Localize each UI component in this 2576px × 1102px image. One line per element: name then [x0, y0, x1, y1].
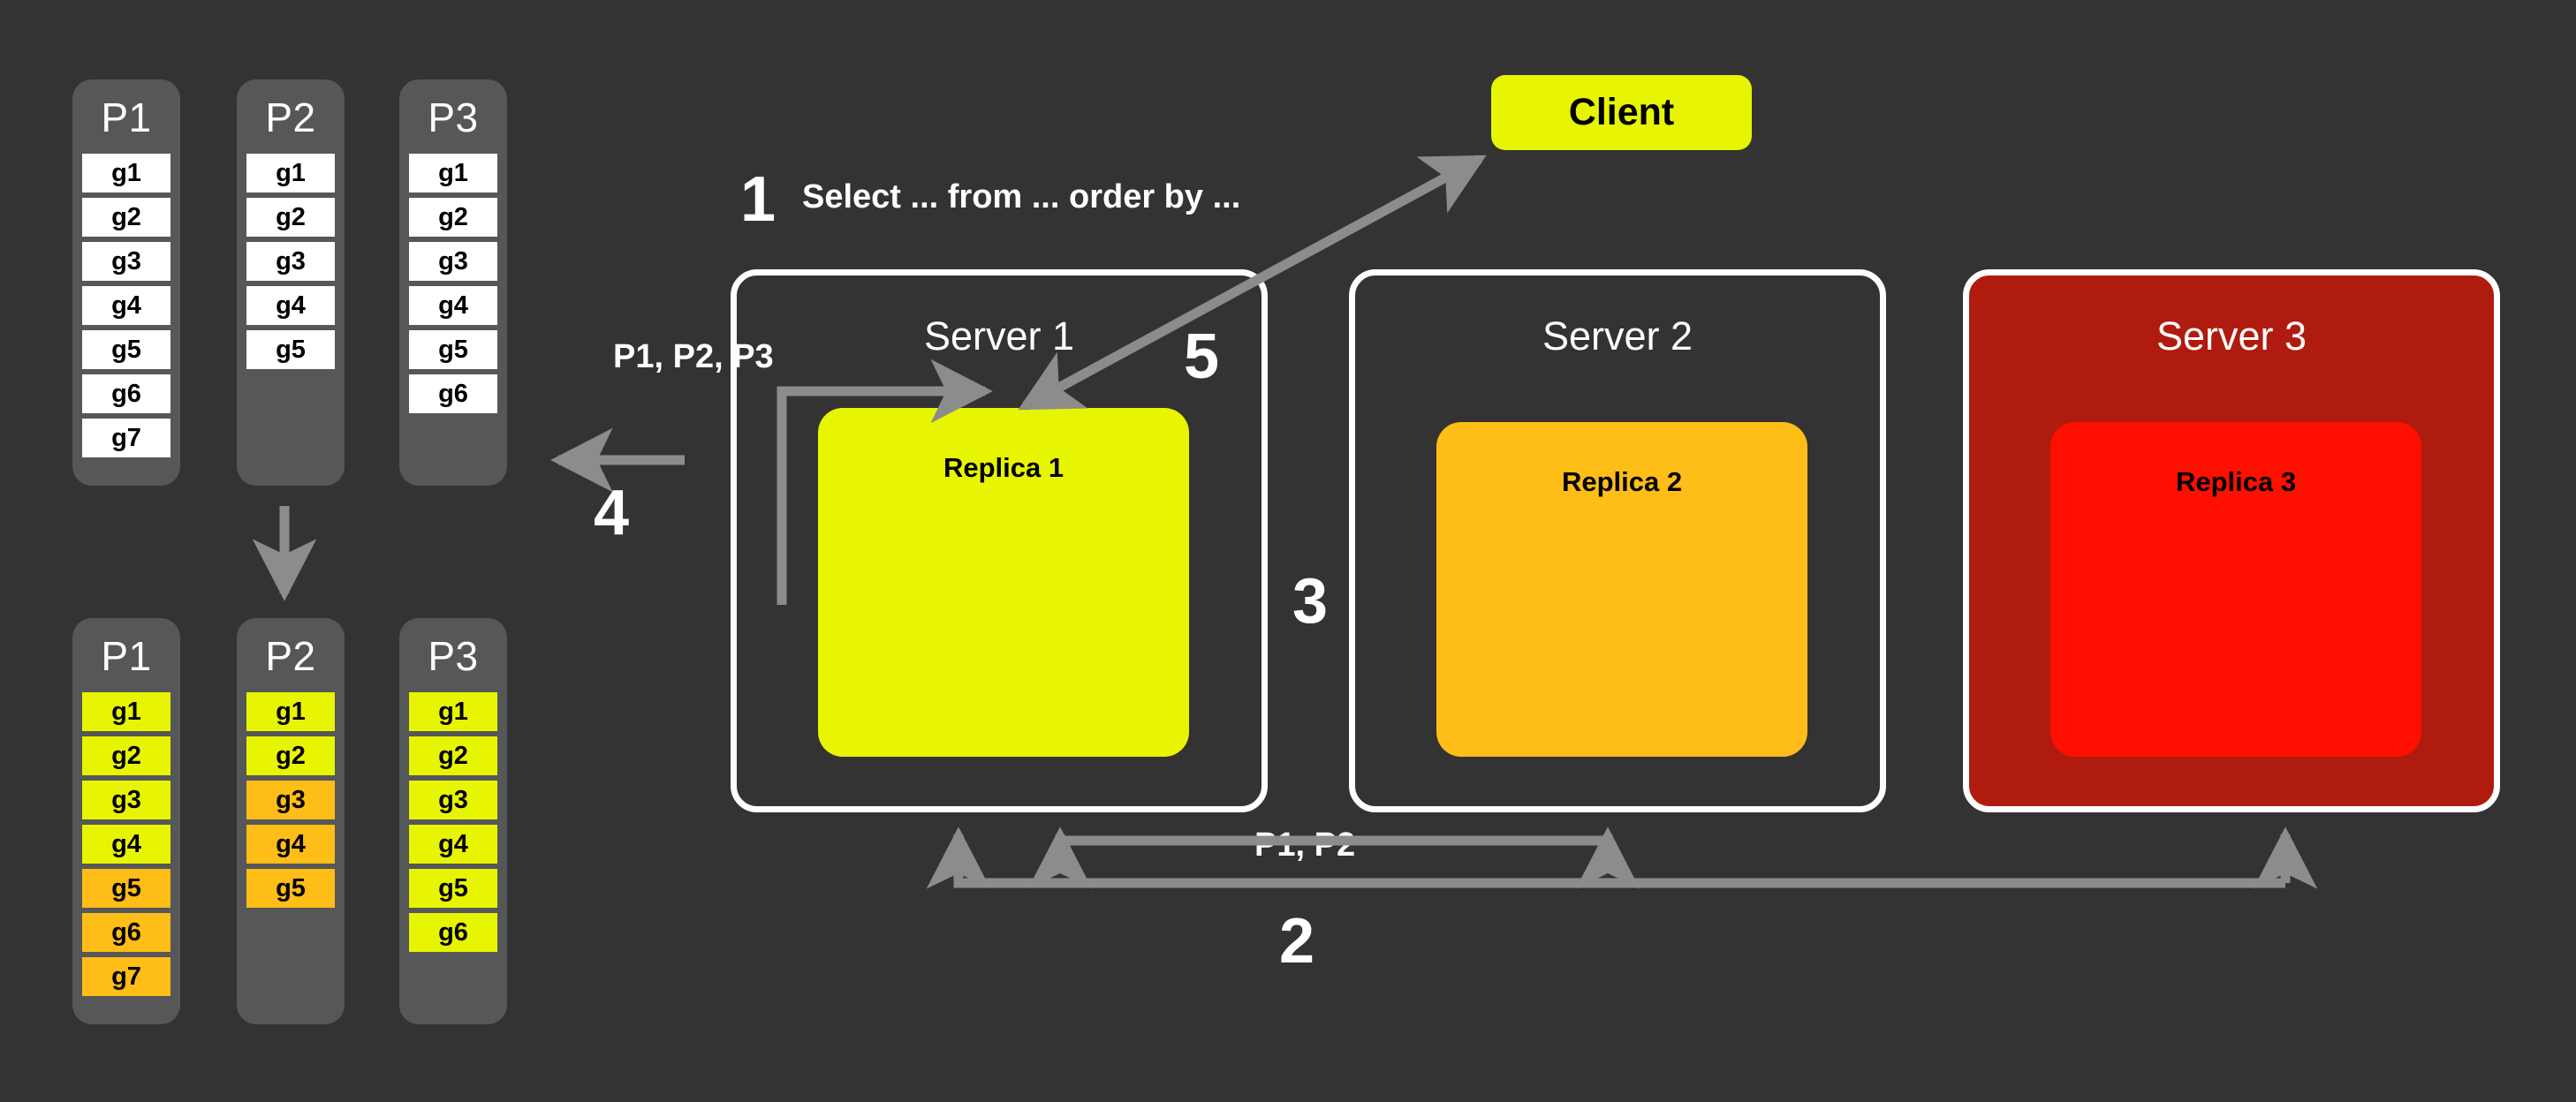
server-3-box[interactable]: Server 3 Replica 3 [1963, 269, 2500, 812]
server-title: Server 2 [1542, 313, 1693, 359]
partition-cell: g3 [246, 781, 335, 819]
partition-cell: g2 [246, 198, 335, 237]
partition-cell: g4 [246, 825, 335, 864]
partition-title: P3 [428, 94, 479, 140]
partition-cell: g1 [409, 154, 497, 192]
partition-cell: g6 [82, 913, 170, 952]
partition-cell: g2 [82, 736, 170, 775]
replica-1-box[interactable]: Replica 1 [818, 408, 1189, 757]
step-number-1: 1 [740, 164, 777, 235]
server-title: Server 3 [2156, 313, 2307, 359]
partition-cell: g1 [82, 154, 170, 192]
partition-title: P3 [428, 633, 479, 679]
step-number-3: 3 [1292, 566, 1329, 637]
partition-cell: g5 [409, 330, 497, 369]
partition-cell: g6 [409, 913, 497, 952]
partition-title: P2 [265, 94, 316, 140]
partition-cell: g1 [246, 154, 335, 192]
partition-title: P1 [101, 94, 152, 140]
replica-label: Replica 3 [2175, 466, 2297, 497]
partition-cell: g2 [82, 198, 170, 237]
query-text: Select ... from ... order by ... [802, 178, 1241, 215]
partition-cell: g3 [82, 781, 170, 819]
partition-cells: g1 g2 g3 g4 g5 [246, 692, 335, 908]
partition-cell: g3 [82, 242, 170, 281]
partition-cell: g2 [246, 736, 335, 775]
server-title: Server 1 [923, 313, 1075, 359]
partition-cell: g6 [409, 374, 497, 413]
partition-cell: g4 [409, 825, 497, 864]
partition-cell: g4 [246, 286, 335, 325]
client-label: Client [1568, 91, 1675, 133]
partition-cell: g1 [82, 692, 170, 731]
partition-cell: g3 [409, 242, 497, 281]
label-p1-p2-bottom: P1, P2 [1254, 826, 1356, 864]
partition-cell: g2 [409, 198, 497, 237]
partition-bottom-p1: P1 g1 g2 g3 g4 g5 g6 g7 [72, 618, 180, 1024]
partition-top-p3: P3 g1 g2 g3 g4 g5 g6 [399, 79, 507, 486]
step-number-5: 5 [1184, 321, 1220, 392]
partition-cell: g5 [82, 869, 170, 908]
replica-label: Replica 2 [1561, 466, 1683, 497]
step-number-2: 2 [1279, 906, 1315, 977]
partition-cells: g1 g2 g3 g4 g5 g6 [409, 692, 497, 952]
partition-cell: g6 [82, 374, 170, 413]
partition-bottom-p2: P2 g1 g2 g3 g4 g5 [237, 618, 345, 1024]
partition-cells: g1 g2 g3 g4 g5 g6 [409, 154, 497, 413]
partition-cell: g5 [82, 330, 170, 369]
replica-2-box[interactable]: Replica 2 [1436, 422, 1807, 757]
server-2-box[interactable]: Server 2 Replica 2 [1349, 269, 1886, 812]
partition-cell: g3 [246, 242, 335, 281]
step-number-4: 4 [594, 478, 630, 548]
partition-cell: g5 [246, 869, 335, 908]
label-p1-p2-p3: P1, P2, P3 [613, 338, 774, 375]
partition-cell: g2 [409, 736, 497, 775]
partition-top-p2: P2 g1 g2 g3 g4 g5 [237, 79, 345, 486]
partition-cell: g4 [82, 286, 170, 325]
partition-cells: g1 g2 g3 g4 g5 g6 g7 [82, 692, 170, 996]
partition-top-p1: P1 g1 g2 g3 g4 g5 g6 g7 [72, 79, 180, 486]
partition-title: P1 [101, 633, 152, 679]
partition-cell: g5 [409, 869, 497, 908]
replica-label: Replica 1 [943, 452, 1064, 483]
partition-cell: g7 [82, 957, 170, 996]
partition-cell: g1 [246, 692, 335, 731]
partition-cell: g1 [409, 692, 497, 731]
partition-title: P2 [265, 633, 316, 679]
replica-3-box[interactable]: Replica 3 [2050, 422, 2421, 757]
partition-cells: g1 g2 g3 g4 g5 g6 g7 [82, 154, 170, 457]
partition-cells: g1 g2 g3 g4 g5 [246, 154, 335, 369]
partition-bottom-p3: P3 g1 g2 g3 g4 g5 g6 [399, 618, 507, 1024]
arrow-step-2 [926, 826, 2285, 889]
partition-cell: g4 [409, 286, 497, 325]
partition-cell: g4 [82, 825, 170, 864]
partition-cell: g3 [409, 781, 497, 819]
partition-cell: g5 [246, 330, 335, 369]
partition-cell: g7 [82, 419, 170, 457]
client-box[interactable]: Client [1491, 75, 1752, 150]
